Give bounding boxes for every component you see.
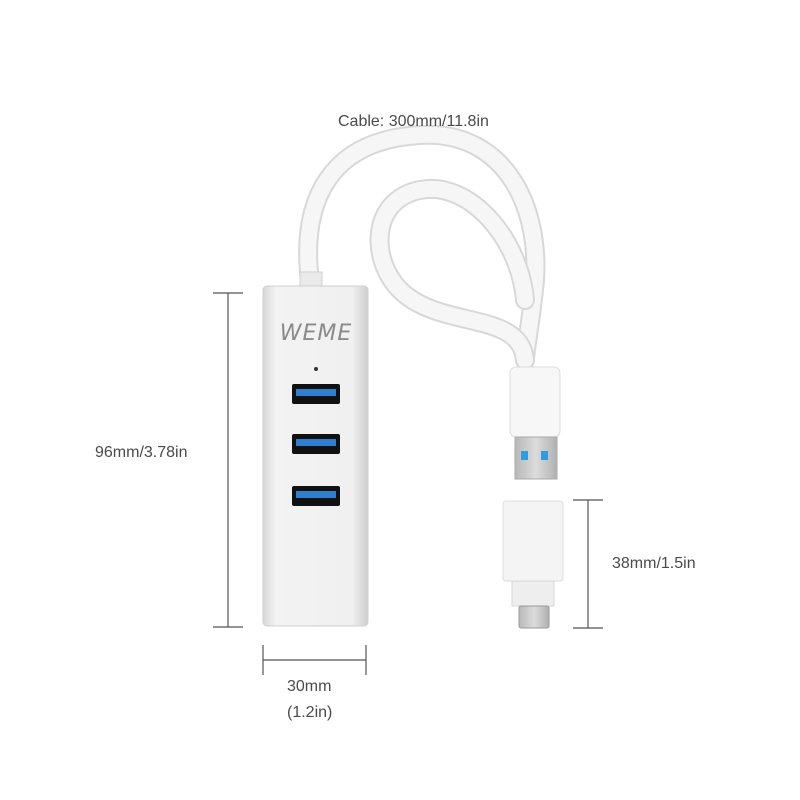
height-label: 96mm/3.78in <box>95 444 188 461</box>
adapter-length-label: 38mm/1.5in <box>612 555 696 572</box>
usb-c-adapter <box>502 500 564 629</box>
brand-logo: WEME <box>280 321 353 346</box>
cable-strain-relief <box>299 271 323 287</box>
led-indicator-icon <box>314 367 318 371</box>
width-mm-label: 30mm <box>287 678 332 695</box>
width-in-label: (1.2in) <box>287 704 333 721</box>
cable <box>298 124 546 370</box>
dimension-lines <box>213 292 603 675</box>
cable-length-label: Cable: 300mm/11.8in <box>338 113 489 130</box>
usb-port-3 <box>292 486 340 506</box>
usb-hub: WEME <box>262 285 369 627</box>
usb-port-2 <box>292 434 340 454</box>
usb-port-1 <box>292 384 340 404</box>
usb-a-plug <box>509 366 561 480</box>
